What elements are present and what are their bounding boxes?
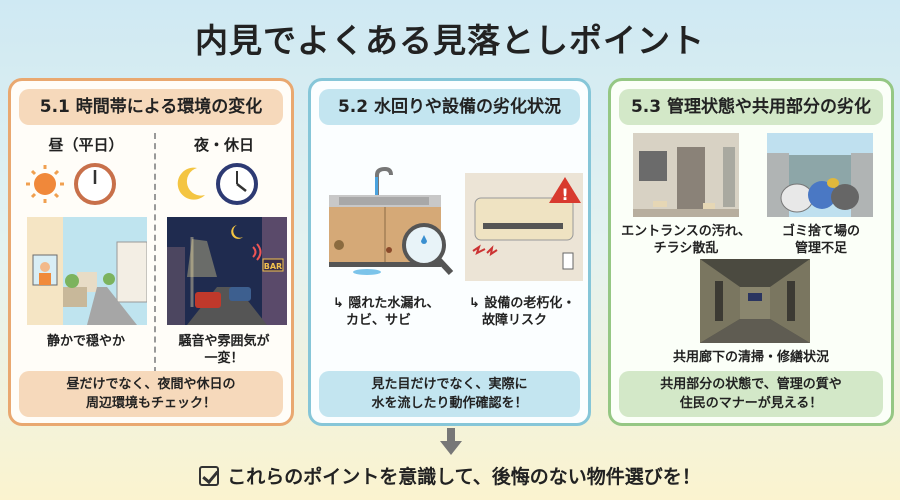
panel-header: 5.1 時間帯による環境の変化 bbox=[19, 89, 283, 125]
caption-garbage: ゴミ捨て場の 管理不足 bbox=[781, 224, 860, 256]
day-caption: 静かで穏やか bbox=[46, 334, 125, 349]
panel-note: 共用部分の状態で、管理の質や 住民のマナーが見える！ bbox=[619, 371, 883, 417]
panel-header: 5.2 水回りや設備の劣化状況 bbox=[319, 89, 580, 125]
quiet-street-image bbox=[27, 217, 147, 325]
checkbox-icon bbox=[199, 466, 220, 486]
caption-water-leak: ↳ 隠れた水漏れ、 カビ、サビ bbox=[333, 296, 440, 328]
panel-time-of-day: 5.1 時間帯による環境の変化 昼（平日） 夜・休日 BAR 静か bbox=[8, 78, 294, 426]
dirty-entrance-image bbox=[633, 133, 739, 217]
sun-and-clock-icon bbox=[26, 163, 116, 205]
divider bbox=[154, 133, 156, 373]
svg-text:!: ! bbox=[561, 185, 568, 204]
noisy-night-street-image: BAR bbox=[167, 217, 287, 325]
day-label: 昼（平日） bbox=[48, 136, 124, 154]
down-arrow-icon bbox=[440, 428, 462, 455]
footer-message: これらのポイントを意識して、後悔のない物件選びを！ bbox=[0, 462, 900, 489]
hallway-image bbox=[700, 259, 810, 343]
caption-hallway: 共用廊下の清掃・修繕状況 bbox=[672, 350, 829, 365]
panel-common-areas: 5.3 管理状態や共用部分の劣化 エントランスの汚れ、 チラシ散乱 ゴミ捨て場の… bbox=[608, 78, 894, 426]
moon-and-clock-icon bbox=[177, 163, 258, 205]
caption-equipment-aging: ↳ 設備の老朽化・ 故障リスク bbox=[469, 296, 576, 328]
leaky-sink-image bbox=[329, 166, 454, 276]
panel-note: 見た目だけでなく、実際に 水を流したり動作確認を！ bbox=[319, 371, 580, 417]
old-air-conditioner-image: ! bbox=[465, 173, 583, 281]
bar-sign: BAR bbox=[264, 262, 282, 271]
caption-entrance: エントランスの汚れ、 チラシ散乱 bbox=[621, 224, 751, 256]
night-label: 夜・休日 bbox=[193, 136, 254, 154]
garbage-area-image bbox=[767, 133, 873, 217]
panel-water-equipment: 5.2 水回りや設備の劣化状況 ! ↳ 隠れた水漏れ、 カビ、サビ ↳ 設備の老… bbox=[308, 78, 591, 426]
footer-text: これらのポイントを意識して、後悔のない物件選びを！ bbox=[227, 466, 701, 488]
panel-note: 昼だけでなく、夜間や休日の 周辺環境もチェック！ bbox=[19, 371, 283, 417]
page-title: 内見でよくある見落としポイント bbox=[195, 21, 705, 60]
panel-header: 5.3 管理状態や共用部分の劣化 bbox=[619, 89, 883, 125]
night-caption: 騒音や雰囲気が 一変！ bbox=[178, 334, 270, 366]
